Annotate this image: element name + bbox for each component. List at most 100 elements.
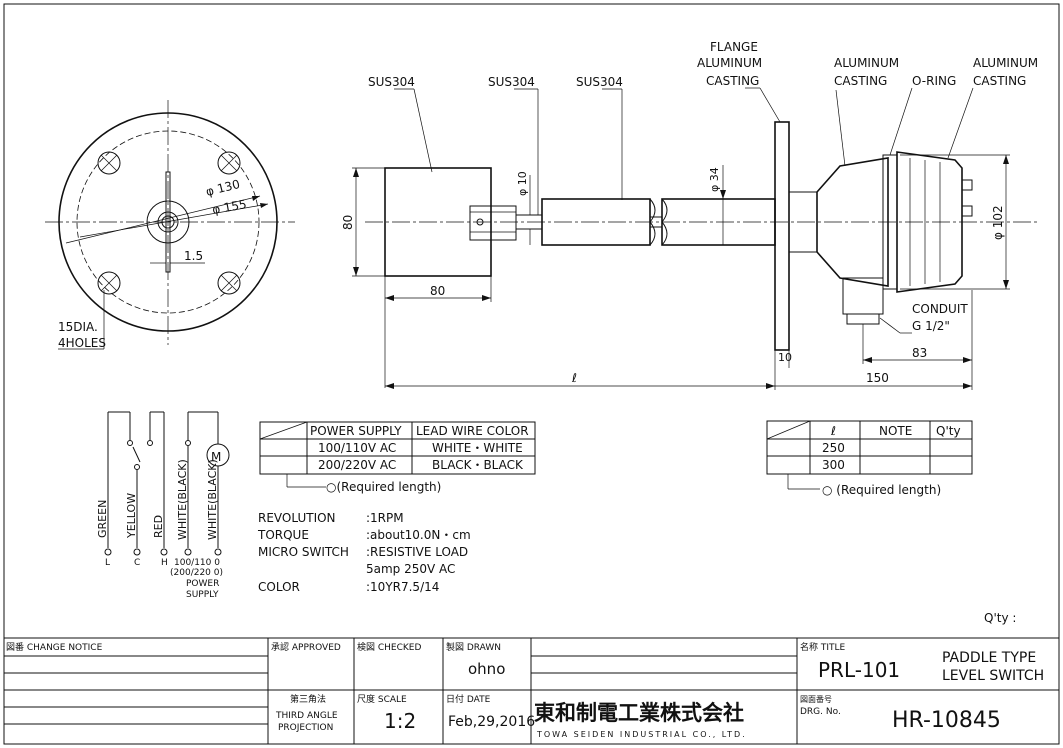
terminal-h: H [161,558,168,568]
hub-circle [146,200,190,244]
product-title-1: PADDLE TYPE [942,650,1036,666]
date-label: 日付 DATE [446,694,491,705]
terminal-l: L [105,558,110,568]
company-name-jp: 東和制電工業株式会社 [534,700,744,725]
label-flange-1: FLANGE [710,40,758,54]
spec-label-revolution: REVOLUTION [258,511,336,525]
holes-label-1: 15DIA. [58,320,98,334]
label-conduit-2: G 1/2" [912,319,950,333]
motor-label: M [211,450,221,464]
model-name: PRL-101 [818,658,900,682]
dim-1-5: 1.5 [184,249,203,263]
dim-10: 10 [778,351,792,364]
spec-value-color: :10YR7.5/14 [366,580,439,594]
length-row1: 250 [822,441,845,455]
dim-h80: 80 [341,215,355,230]
dim-phi155: φ 155 [211,197,248,217]
title-label: 名称 TITLE [800,641,846,653]
supply-label-1: POWER [186,579,219,589]
length-header-ell: ℓ [830,424,836,438]
spec-label-micro-switch: MICRO SWITCH [258,545,349,559]
power-row1-color: WHITE・WHITE [432,441,523,455]
wire-red: RED [152,515,165,538]
scale-value: 1:2 [384,709,416,733]
length-table: ℓ NOTE Q'ty 250 300 ○ (Required length) [766,420,973,497]
spec-label-color: COLOR [258,580,300,594]
title-block: 図番 CHANGE NOTICE 承認 APPROVED 検図 CHECKED … [4,637,1059,744]
power-header-supply: POWER SUPPLY [310,424,402,438]
power-header-color: LEAD WIRE COLOR [416,424,529,438]
spec-value-rating: 5amp 250V AC [366,562,455,576]
supply-label-2: SUPPLY [186,590,219,600]
bolt-hole [217,151,241,175]
side-view-dimensions: 80 80 φ 10 φ 34 φ 102 ℓ 10 150 [341,154,1010,390]
dim-phi10: φ 10 [516,171,529,196]
spec-value-torque: :about10.0N・cm [366,528,471,542]
length-row2: 300 [822,458,845,472]
housing [816,157,889,287]
wire-yellow: YELLOW [125,493,138,539]
bolt-hole [97,271,121,295]
dim-83: 83 [912,346,927,360]
spec-value-micro-switch: :RESISTIVE LOAD [366,545,468,559]
dim-w80: 80 [430,284,445,298]
dim-ell: ℓ [571,371,577,385]
company-name-en: TOWA SEIDEN INDUSTRIAL CO., LTD. [536,730,747,739]
wire-green: GREEN [96,500,109,538]
wire-white-black-1: WHITE(BLACK) [176,459,189,540]
label-cover-2: CASTING [973,74,1026,88]
holes-label-2: 4HOLES [58,336,106,350]
power-row1-supply: 100/110V AC [318,441,396,455]
qty-label: Q'ty : [984,611,1016,625]
bolt-hole [217,271,241,295]
cover [896,151,963,293]
checked-label: 検図 CHECKED [357,641,421,653]
projection-label-1: THIRD ANGLE [275,711,338,721]
wiring-diagram: M GREEN YELLOW RED WHITE(BLACK) WHITE(BL… [96,411,230,600]
supply-voltage-1: 100/110 0 [174,558,220,568]
label-housing-2: CASTING [834,74,887,88]
terminal-c: C [134,558,140,568]
change-notice-label: 図番 CHANGE NOTICE [6,641,103,653]
scale-label: 尺度 SCALE [357,693,407,705]
drawing-number: HR-10845 [892,708,1001,733]
label-flange-3: CASTING [706,74,759,88]
drawn-by: ohno [468,660,505,678]
label-sus304-paddle: SUS304 [368,75,415,89]
drg-label-2: DRG. No. [800,707,841,717]
label-cover-1: ALUMINUM [973,56,1038,70]
supply-voltage-2: (200/220 0) [170,568,223,578]
label-sus304-pipe: SUS304 [576,75,623,89]
material-labels: SUS304 SUS304 SUS304 FLANGE ALUMINUM CAS… [368,40,1038,334]
sheet-border [3,3,1060,745]
dim-phi34: φ 34 [708,167,721,192]
length-header-qty: Q'ty [936,424,961,438]
approved-label: 承認 APPROVED [271,641,341,653]
dim-phi102: φ 102 [991,205,1005,240]
date-value: Feb,29,2016 [448,714,535,730]
power-table-note: ○(Required length) [326,480,441,494]
dim-150: 150 [866,371,889,385]
power-supply-table: POWER SUPPLY LEAD WIRE COLOR 100/110V AC… [259,421,536,494]
flange-outer-circle [58,112,278,332]
product-title-2: LEVEL SWITCH [942,668,1044,684]
projection-jp: 第三角法 [290,693,326,705]
spec-value-revolution: :1RPM [366,511,404,525]
label-oring: O-RING [912,74,956,88]
projection-label-2: PROJECTION [278,723,333,733]
label-sus304-shaft: SUS304 [488,75,535,89]
label-conduit-1: CONDUIT [912,302,968,316]
flange-top-view: φ 130 φ 155 1.5 15DIA. 4HOLES [45,100,295,350]
wire-white-black-2: WHITE(BLACK) [206,459,219,540]
label-flange-2: ALUMINUM [697,56,762,70]
drawn-label: 製図 DRAWN [446,641,501,653]
side-view [365,121,1040,351]
power-row2-supply: 200/220V AC [318,458,396,472]
power-row2-color: BLACK・BLACK [432,458,524,472]
bolt-circle [76,130,260,314]
length-table-note: ○ (Required length) [822,483,941,497]
specifications: REVOLUTION :1RPM TORQUE :about10.0N・cm M… [257,511,471,594]
drg-label-1: 図面番号 [800,694,832,704]
